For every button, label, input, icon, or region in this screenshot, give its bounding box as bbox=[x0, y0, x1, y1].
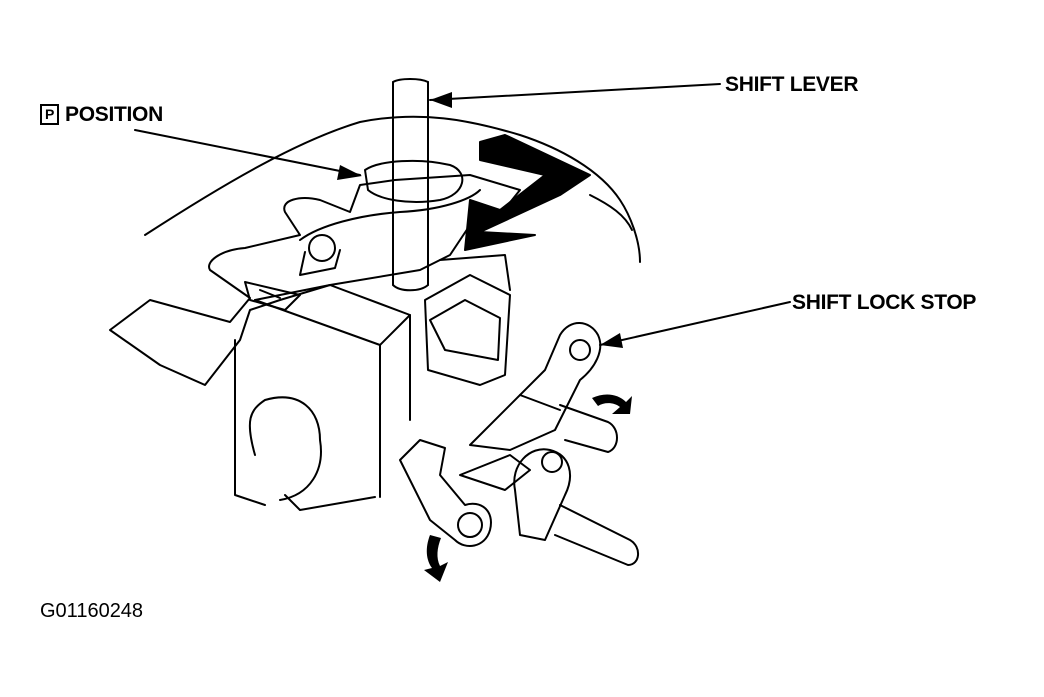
housing-body bbox=[234, 299, 381, 506]
shift-lever-shaft bbox=[392, 81, 429, 286]
figure-id: G01160248 bbox=[40, 600, 144, 622]
p-position-box: P bbox=[40, 104, 59, 125]
gate-slot-inner bbox=[299, 189, 481, 241]
shift-lock-cam bbox=[513, 448, 571, 541]
housing-top bbox=[254, 284, 411, 346]
shift-gate-plate bbox=[109, 174, 521, 386]
leader-position bbox=[134, 129, 361, 176]
detent-block-face bbox=[429, 299, 501, 361]
shift-lock-stop-label: SHIFT LOCK STOP bbox=[792, 291, 977, 314]
console-outline bbox=[144, 115, 641, 263]
detent-block-top bbox=[439, 254, 511, 291]
shift-lock-cam-pin bbox=[554, 504, 639, 566]
direction-arrow bbox=[464, 134, 591, 251]
motion-arrow-down bbox=[424, 535, 448, 582]
gate-wedge bbox=[244, 281, 301, 311]
shift-lock-stop-pivot bbox=[569, 339, 591, 361]
shift-lock-lever bbox=[399, 439, 492, 547]
shift-lock-lever-hub bbox=[457, 512, 483, 538]
shift-lock-stop-arm bbox=[469, 322, 602, 451]
motion-arrow-right bbox=[592, 394, 632, 414]
arrowhead-position bbox=[337, 165, 362, 180]
shift-lock-stop-pin bbox=[559, 404, 618, 453]
shift-lever-label: SHIFT LEVER bbox=[725, 73, 859, 96]
position-label-group: P POSITION bbox=[40, 104, 163, 125]
shift-lock-cam-hub bbox=[541, 451, 563, 473]
housing-foot bbox=[284, 494, 376, 511]
position-label: POSITION bbox=[65, 103, 163, 126]
housing-left-curve bbox=[248, 396, 322, 501]
leader-shift-lever bbox=[429, 83, 721, 101]
detent-block bbox=[424, 274, 511, 386]
leader-shift-lock-stop bbox=[599, 301, 791, 346]
arrowhead-shift-lock-stop bbox=[600, 333, 623, 348]
arrowhead-shift-lever bbox=[430, 92, 452, 108]
gate-knob bbox=[308, 234, 336, 262]
console-right-edge bbox=[589, 194, 633, 231]
shift-lock-link bbox=[459, 454, 531, 491]
gate-slot bbox=[364, 159, 464, 203]
